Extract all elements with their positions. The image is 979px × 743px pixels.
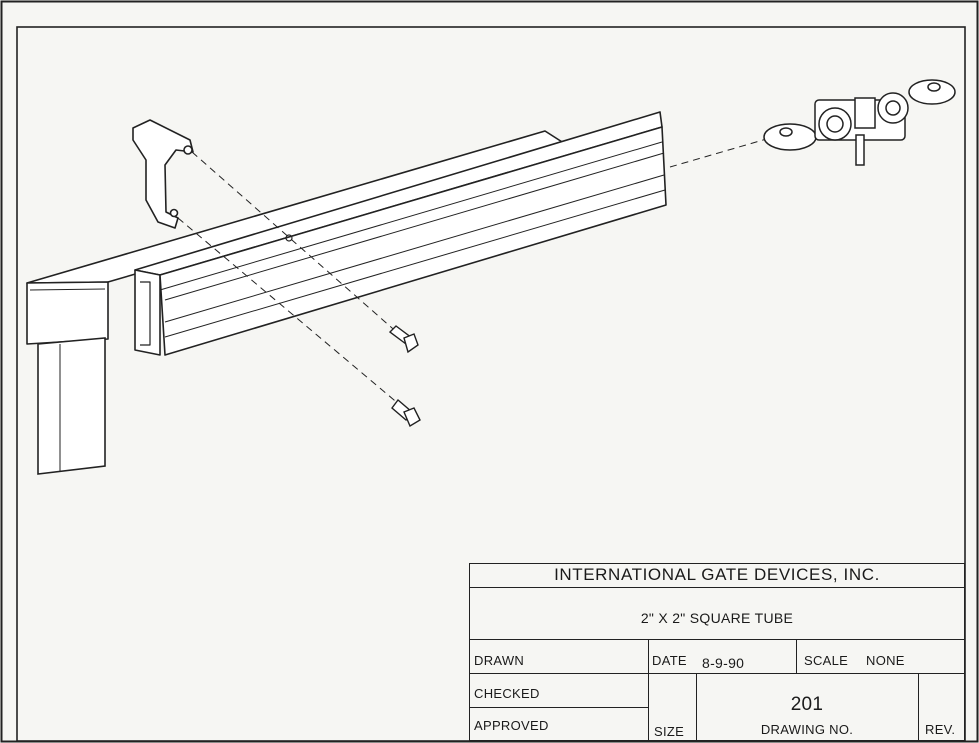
hex-bolt-upper (388, 325, 419, 354)
hex-bolt-lower (391, 398, 421, 428)
scale-label: SCALE (804, 653, 849, 668)
checked-label: CHECKED (474, 686, 540, 701)
drawing-no-label: DRAWING NO. (760, 722, 854, 737)
date-value: 8-9-90 (702, 655, 745, 671)
assembly-lines (177, 137, 771, 406)
roller-truck (763, 79, 956, 166)
title-block: INTERNATIONAL GATE DEVICES, INC. 2" X 2"… (469, 563, 965, 741)
size-label: SIZE (654, 724, 685, 739)
company-name: INTERNATIONAL GATE DEVICES, INC. (554, 565, 880, 584)
mounting-bracket (132, 119, 194, 229)
drawing-number: 201 (790, 694, 824, 715)
drawing-title: 2" X 2" SQUARE TUBE (640, 610, 794, 626)
date-label: DATE (652, 653, 687, 668)
drawing-border (16, 26, 966, 742)
rev-label: REV. (925, 722, 956, 737)
bolt-hole (285, 234, 293, 242)
scale-value: NONE (866, 653, 905, 668)
drawn-label: DRAWN (474, 653, 525, 668)
square-tube-post (37, 337, 106, 475)
channel-track (134, 111, 667, 356)
approved-label: APPROVED (474, 718, 549, 733)
